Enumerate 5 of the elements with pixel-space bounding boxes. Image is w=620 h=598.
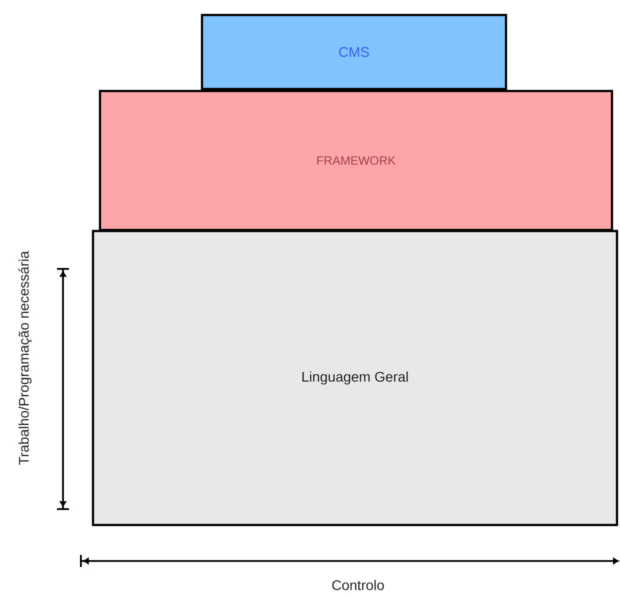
layer-box: CMS xyxy=(200,14,508,90)
layer-box: Linguagem Geral xyxy=(92,230,618,526)
axis-label: Controlo xyxy=(332,580,384,590)
axis-label: Trabalho/Programação necessária xyxy=(18,250,32,465)
layer-box: FRAMEWORK xyxy=(98,90,614,232)
